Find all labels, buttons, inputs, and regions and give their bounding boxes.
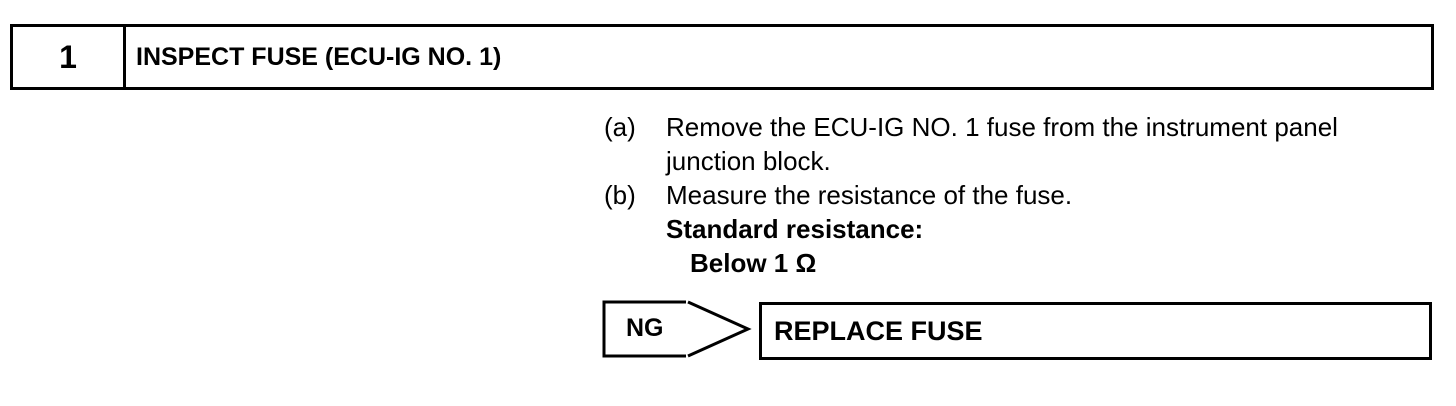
step-title: INSPECT FUSE (ECU-IG NO. 1)	[136, 42, 502, 71]
standard-value: Below 1 Ω	[690, 248, 817, 278]
standard-heading: Standard resistance:	[666, 214, 924, 244]
step-header: 1 INSPECT FUSE (ECU-IG NO. 1)	[10, 24, 1434, 90]
instruction-item-b: (b) Measure the resistance of the fuse.	[604, 178, 1386, 212]
step-number: 1	[13, 27, 126, 87]
instructions: (a) Remove the ECU-IG NO. 1 fuse from th…	[604, 110, 1386, 280]
instruction-label: (a)	[604, 112, 636, 142]
instruction-label: (b)	[604, 180, 636, 210]
instruction-text: Remove the ECU-IG NO. 1 fuse from the in…	[666, 112, 1338, 176]
instruction-text: Measure the resistance of the fuse.	[666, 180, 1073, 210]
ng-label: NG	[626, 314, 664, 342]
ng-arrow-icon	[602, 300, 752, 358]
action-box: REPLACE FUSE	[759, 302, 1432, 360]
instruction-item-a: (a) Remove the ECU-IG NO. 1 fuse from th…	[604, 110, 1386, 178]
